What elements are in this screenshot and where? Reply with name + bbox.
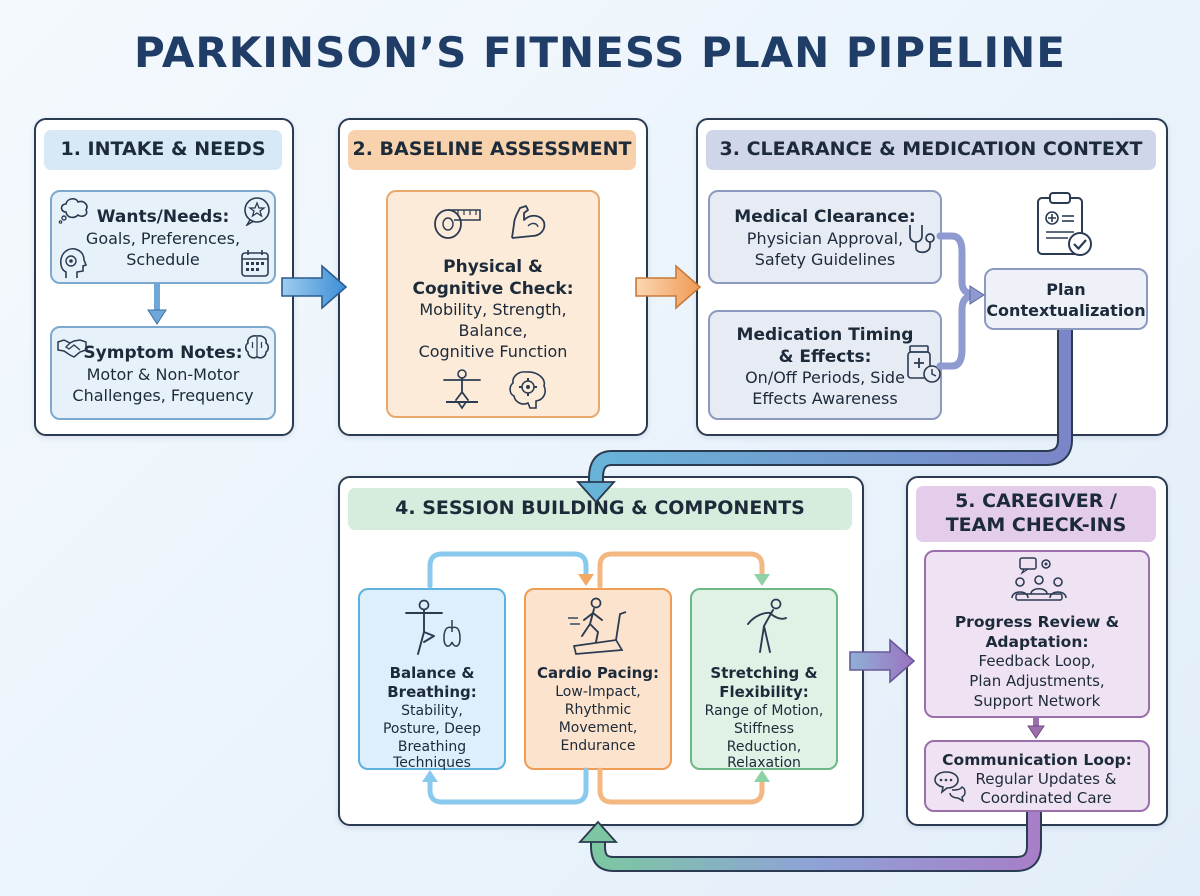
- stage-session-building: 4. SESSION BUILDING & COMPONENTS Balance…: [338, 476, 864, 826]
- stethoscope-icon: [909, 225, 935, 254]
- medical-clearance-line-1: Physician Approval,: [746, 229, 904, 248]
- stretching-heading-1: Stretching &: [710, 664, 818, 682]
- stage-baseline-heading: 2. BASELINE ASSESSMENT: [348, 130, 636, 170]
- progress-review-card: Progress Review & Adaptation: Feedback L…: [924, 550, 1150, 718]
- wants-needs-card: Wants/Needs: Goals, Preferences, Schedul…: [50, 190, 276, 284]
- progress-review-heading-2: Adaptation:: [985, 633, 1089, 651]
- stretching-flexibility-card: Stretching & Flexibility: Range of Motio…: [690, 588, 838, 770]
- stage-intake-heading: 1. INTAKE & NEEDS: [44, 130, 282, 170]
- stage-session-heading: 4. SESSION BUILDING & COMPONENTS: [348, 488, 852, 530]
- pill-bottle-clock-icon: [907, 345, 941, 383]
- balance-breathing-line-1: Stability,: [401, 703, 463, 719]
- stretching-line-4: Relaxation: [727, 755, 801, 771]
- handshake-icon: [57, 339, 87, 358]
- brain-question-icon: [244, 335, 270, 359]
- communication-loop-card: Communication Loop: Regular Updates & Co…: [924, 740, 1150, 812]
- medical-clearance-line-2: Safety Guidelines: [754, 250, 896, 269]
- yoga-lungs-icon: [405, 599, 461, 655]
- communication-loop-line-2: Coordinated Care: [980, 789, 1112, 807]
- flexed-arm-icon: [511, 205, 546, 239]
- chat-bubbles-icon: [934, 771, 966, 802]
- stage-intake: 1. INTAKE & NEEDS Wants/Needs: Goals, Pr…: [34, 118, 294, 436]
- stage-caregiver-heading: 5. CAREGIVER / TEAM CHECK-INS: [916, 486, 1156, 542]
- cardio-pacing-line-4: Endurance: [560, 738, 636, 754]
- page-title: PARKINSON’S FITNESS PLAN PIPELINE: [133, 28, 1066, 77]
- stage-clearance-heading: 3. CLEARANCE & MEDICATION CONTEXT: [706, 130, 1156, 170]
- medication-timing-heading-1: Medication Timing: [736, 325, 914, 345]
- progress-review-line-3: Support Network: [973, 692, 1101, 710]
- balance-breathing-heading-2: Breathing:: [387, 683, 477, 701]
- physical-cognitive-line-1: Mobility, Strength,: [419, 300, 567, 319]
- stretching-figure-icon: [747, 598, 787, 653]
- medication-timing-line-2: Effects Awareness: [752, 389, 898, 408]
- stretching-heading-2: Flexibility:: [719, 683, 809, 701]
- thought-bubble-icon: [58, 198, 88, 224]
- plan-contextualization-line-2: Contextualization: [986, 301, 1146, 320]
- cardio-pacing-card: Cardio Pacing: Low-Impact, Rhythmic Move…: [524, 588, 672, 770]
- medication-timing-card: Medication Timing & Effects: On/Off Peri…: [708, 310, 942, 420]
- cardio-pacing-line-2: Rhythmic: [564, 702, 632, 718]
- medical-clearance-card: Medical Clearance: Physician Approval, S…: [708, 190, 942, 284]
- stage-caregiver-heading-line-2: TEAM CHECK-INS: [945, 514, 1127, 536]
- brain-gear-icon: [509, 371, 546, 409]
- physical-cognitive-heading-2: Cognitive Check:: [412, 279, 574, 299]
- physical-cognitive-check-card: Physical & Cognitive Check: Mobility, St…: [386, 190, 600, 418]
- measuring-tape-icon: [434, 209, 481, 239]
- wants-needs-line-2: Schedule: [126, 250, 200, 269]
- symptom-notes-heading: Symptom Notes:: [83, 343, 243, 363]
- wants-needs-heading: Wants/Needs:: [96, 207, 230, 227]
- stretching-line-3: Reduction,: [726, 739, 802, 755]
- plan-contextualization-card: Plan Contextualization: [984, 268, 1148, 330]
- stretching-line-1: Range of Motion,: [704, 703, 824, 719]
- clipboard-checkmark-icon: [1037, 192, 1092, 256]
- symptom-notes-card: Symptom Notes: Motor & Non-Motor Challen…: [50, 326, 276, 420]
- medical-clearance-heading: Medical Clearance:: [734, 207, 916, 227]
- cardio-pacing-heading: Cardio Pacing:: [536, 664, 660, 682]
- stage-caregiver-checkins: 5. CAREGIVER / TEAM CHECK-INS Progress R…: [906, 476, 1168, 826]
- progress-review-line-2: Plan Adjustments,: [969, 672, 1105, 690]
- physical-cognitive-line-2: Balance,: [458, 321, 528, 340]
- plan-contextualization-line-1: Plan: [1046, 280, 1086, 299]
- communication-loop-heading: Communication Loop:: [942, 751, 1132, 769]
- star-speech-bubble-icon: [244, 197, 270, 226]
- balance-breathing-heading-1: Balance &: [389, 664, 475, 682]
- stretching-line-2: Stiffness: [734, 721, 794, 737]
- balance-breathing-line-4: Techniques: [393, 755, 471, 771]
- physical-cognitive-heading-1: Physical &: [443, 257, 543, 277]
- stage-clearance: 3. CLEARANCE & MEDICATION CONTEXT Medica…: [696, 118, 1168, 436]
- symptom-notes-line-1: Motor & Non-Motor: [86, 365, 240, 384]
- head-gears-icon: [59, 248, 88, 278]
- progress-review-line-1: Feedback Loop,: [978, 652, 1096, 670]
- stage-caregiver-heading-line-1: 5. CAREGIVER /: [955, 490, 1117, 513]
- balance-breathing-line-2: Posture, Deep: [382, 721, 482, 737]
- cardio-pacing-line-1: Low-Impact,: [555, 684, 641, 700]
- balance-breathing-card: Balance & Breathing: Stability, Posture,…: [358, 588, 506, 770]
- progress-review-heading-1: Progress Review &: [954, 613, 1120, 631]
- team-meeting-icon: [1011, 557, 1067, 601]
- balance-breathing-line-3: Breathing: [397, 739, 467, 755]
- calendar-icon: [241, 250, 269, 277]
- balance-board-figure-icon: [443, 369, 481, 410]
- physical-cognitive-line-3: Cognitive Function: [418, 342, 568, 361]
- communication-loop-line-1: Regular Updates &: [975, 770, 1117, 788]
- symptom-notes-line-2: Challenges, Frequency: [72, 386, 254, 405]
- treadmill-runner-icon: [568, 597, 627, 655]
- wants-needs-line-1: Goals, Preferences,: [85, 229, 241, 248]
- cardio-pacing-line-3: Movement,: [558, 720, 638, 736]
- stage-baseline: 2. BASELINE ASSESSMENT Physical & Cognit…: [338, 118, 648, 436]
